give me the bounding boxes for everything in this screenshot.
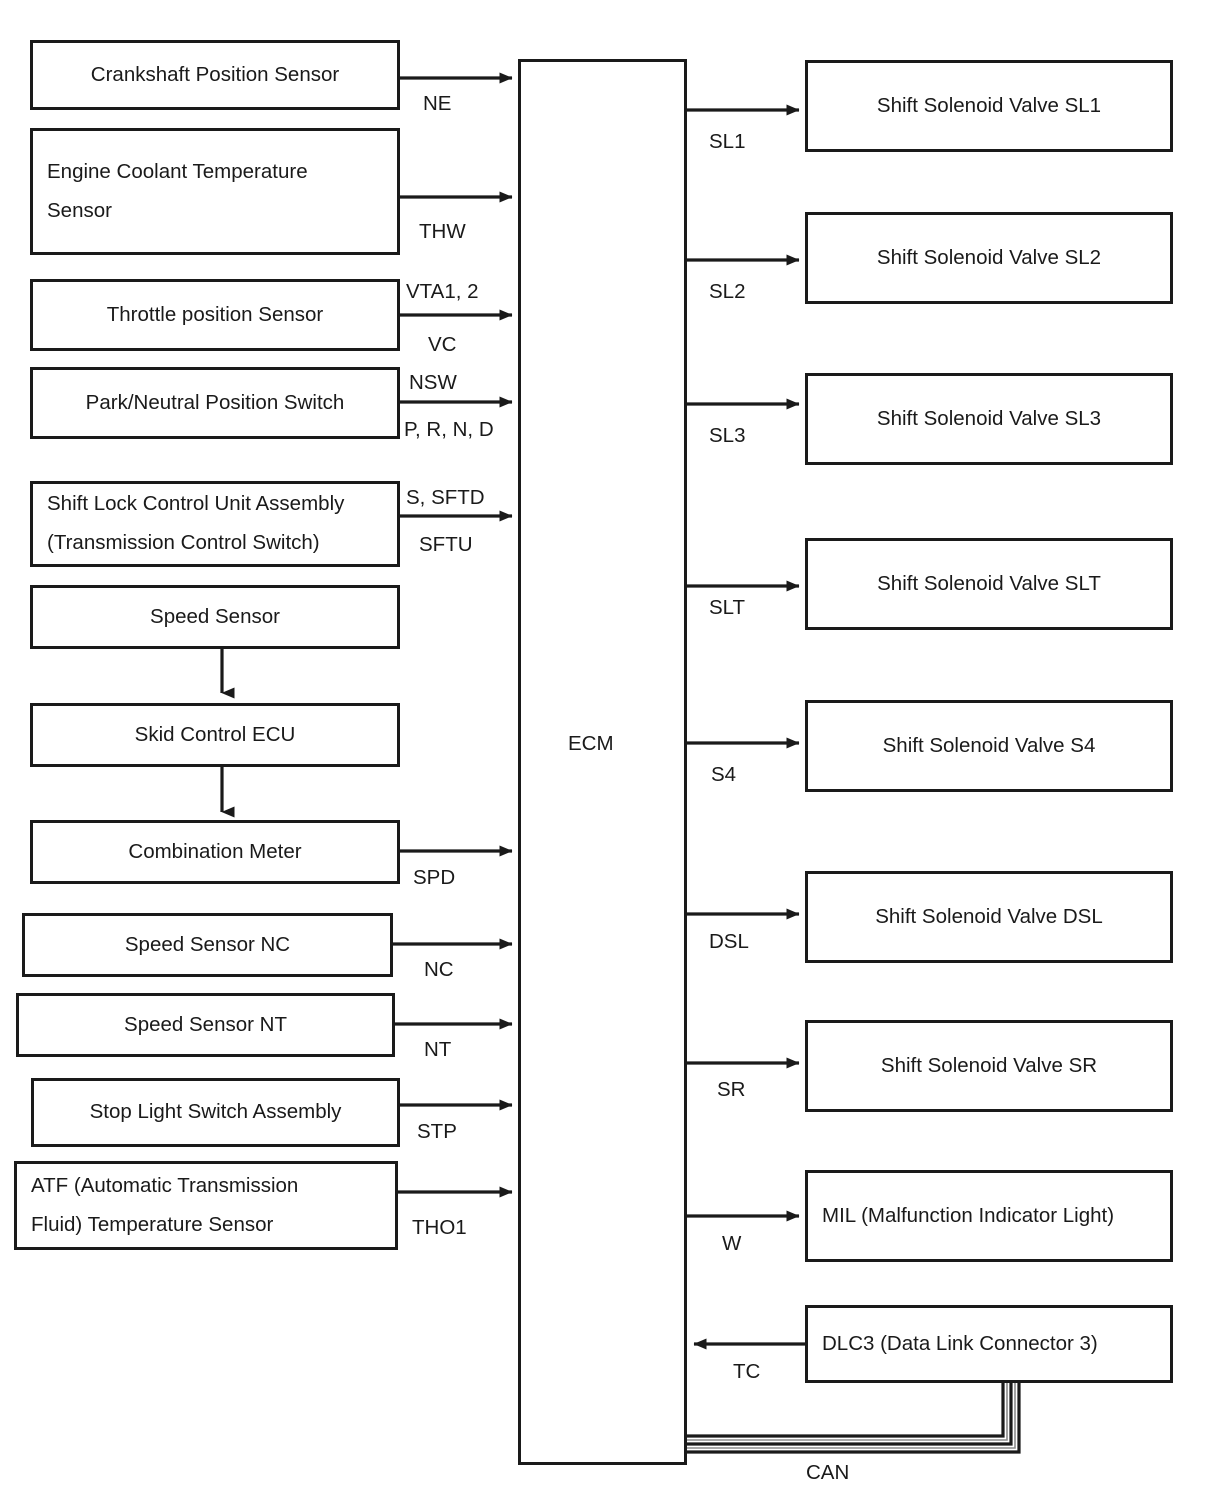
signal-label-tc: TC — [733, 1360, 761, 1383]
ecm-box[interactable] — [518, 59, 687, 1465]
signal-label-w: W — [722, 1232, 742, 1255]
signal-label-spd: SPD — [413, 866, 456, 889]
speed-sensor-nt[interactable]: Speed Sensor NT — [16, 993, 395, 1057]
ecm-label: ECM — [568, 732, 614, 755]
shift-solenoid-valve-sl3[interactable]: Shift Solenoid Valve SL3 — [805, 373, 1173, 465]
signal-label-sl2: SL2 — [709, 280, 746, 303]
node-label: Speed Sensor NC — [124, 932, 291, 956]
node-label: Skid Control ECU — [134, 722, 296, 746]
dlc3-data-link-connector-3[interactable]: DLC3 (Data Link Connector 3) — [805, 1305, 1173, 1383]
shift-solenoid-valve-dsl[interactable]: Shift Solenoid Valve DSL — [805, 871, 1173, 963]
signal-label-slt: SLT — [709, 596, 746, 619]
signal-label-s4: S4 — [711, 763, 737, 786]
shift-lock-control-unit-assembly[interactable]: Shift Lock Control Unit Assembly (Transm… — [30, 481, 400, 567]
node-label-line1: Shift Lock Control Unit Assembly — [47, 492, 345, 516]
signal-label-ne: NE — [423, 92, 452, 115]
node-label: Shift Solenoid Valve SL3 — [876, 406, 1102, 430]
node-label-line1: ATF (Automatic Transmission — [31, 1173, 299, 1197]
node-label: Combination Meter — [128, 839, 302, 863]
signal-label-vc: VC — [428, 333, 457, 356]
speed-sensor-nc[interactable]: Speed Sensor NC — [22, 913, 393, 977]
node-label: DLC3 (Data Link Connector 3) — [822, 1331, 1098, 1355]
node-label: Speed Sensor NT — [124, 1012, 287, 1036]
signal-label-vta12: VTA1, 2 — [406, 280, 479, 303]
node-label-line2: Sensor — [47, 198, 112, 222]
node-label: Shift Solenoid Valve SR — [880, 1053, 1098, 1077]
node-label: Shift Solenoid Valve S4 — [882, 733, 1096, 757]
signal-label-can: CAN — [806, 1461, 850, 1484]
mil-malfunction-indicator-light[interactable]: MIL (Malfunction Indicator Light) — [805, 1170, 1173, 1262]
signal-label-sftu: SFTU — [419, 533, 473, 556]
node-label-line1: Engine Coolant Temperature — [47, 159, 308, 183]
node-label: Shift Solenoid Valve SLT — [877, 571, 1101, 595]
node-label: Throttle position Sensor — [106, 302, 324, 326]
node-label-line2: (Transmission Control Switch) — [47, 531, 320, 554]
engine-coolant-temperature-sensor[interactable]: Engine Coolant Temperature Sensor — [30, 128, 400, 255]
signal-label-sl3: SL3 — [709, 424, 746, 447]
atf-temperature-sensor[interactable]: ATF (Automatic Transmission Fluid) Tempe… — [14, 1161, 398, 1250]
skid-control-ecu[interactable]: Skid Control ECU — [30, 703, 400, 767]
signal-label-prnd: P, R, N, D — [404, 418, 494, 441]
node-label-line2: Fluid) Temperature Sensor — [31, 1212, 274, 1236]
stop-light-switch-assembly[interactable]: Stop Light Switch Assembly — [31, 1078, 400, 1147]
shift-solenoid-valve-s4[interactable]: Shift Solenoid Valve S4 — [805, 700, 1173, 792]
signal-label-thw: THW — [419, 220, 466, 243]
node-label: Stop Light Switch Assembly — [89, 1100, 342, 1124]
throttle-position-sensor[interactable]: Throttle position Sensor — [30, 279, 400, 351]
signal-label-nsw: NSW — [409, 371, 457, 394]
node-label: Shift Solenoid Valve SL1 — [876, 93, 1102, 117]
node-label: Park/Neutral Position Switch — [85, 390, 345, 414]
shift-solenoid-valve-sl1[interactable]: Shift Solenoid Valve SL1 — [805, 60, 1173, 152]
signal-label-s-sftd: S, SFTD — [406, 486, 485, 509]
node-label: Shift Solenoid Valve SL2 — [876, 245, 1102, 269]
node-label: Speed Sensor — [150, 604, 280, 628]
shift-solenoid-valve-sr[interactable]: Shift Solenoid Valve SR — [805, 1020, 1173, 1112]
crankshaft-position-sensor[interactable]: Crankshaft Position Sensor — [30, 40, 400, 110]
signal-label-tho1: THO1 — [412, 1216, 467, 1239]
node-label: Shift Solenoid Valve DSL — [875, 904, 1103, 928]
signal-label-nt: NT — [424, 1038, 452, 1061]
signal-label-sr: SR — [717, 1078, 746, 1101]
combination-meter[interactable]: Combination Meter — [30, 820, 400, 884]
signal-label-sl1: SL1 — [709, 130, 746, 153]
node-label: MIL (Malfunction Indicator Light) — [822, 1203, 1115, 1227]
node-label: Crankshaft Position Sensor — [90, 62, 340, 86]
signal-label-dsl: DSL — [709, 930, 749, 953]
shift-solenoid-valve-slt[interactable]: Shift Solenoid Valve SLT — [805, 538, 1173, 630]
signal-label-nc: NC — [424, 958, 454, 981]
shift-solenoid-valve-sl2[interactable]: Shift Solenoid Valve SL2 — [805, 212, 1173, 304]
signal-label-stp: STP — [417, 1120, 457, 1143]
park-neutral-position-switch[interactable]: Park/Neutral Position Switch — [30, 367, 400, 439]
speed-sensor[interactable]: Speed Sensor — [30, 585, 400, 649]
